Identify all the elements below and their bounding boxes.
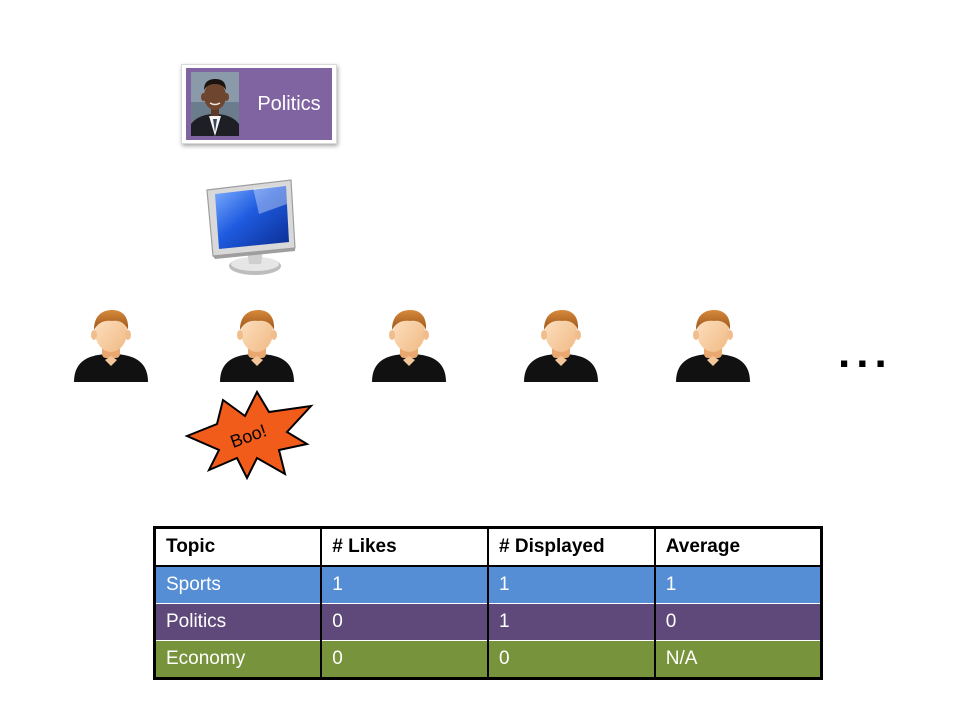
computer-monitor-icon — [206, 179, 296, 275]
topic-card-body: Politics — [186, 68, 332, 140]
cell-average: 1 — [653, 565, 823, 604]
user-icon — [370, 308, 448, 384]
cell-likes: 1 — [320, 565, 489, 604]
topic-stats-table: Topic # Likes # Displayed Average Sports… — [153, 526, 823, 680]
header-displayed: # Displayed — [487, 527, 656, 567]
header-likes: # Likes — [320, 527, 489, 567]
cell-likes: 0 — [320, 640, 489, 679]
user-icon — [522, 308, 600, 384]
table-row: Sports 1 1 1 — [153, 565, 823, 604]
cell-topic: Politics — [153, 603, 323, 641]
cell-average: N/A — [653, 640, 823, 679]
topic-card-label: Politics — [257, 92, 321, 115]
cell-topic: Economy — [153, 640, 323, 679]
cell-average: 0 — [653, 603, 823, 641]
cell-displayed: 1 — [487, 565, 656, 604]
person-portrait-icon — [191, 72, 239, 136]
more-users-ellipsis: ... — [838, 328, 893, 377]
header-topic: Topic — [153, 527, 323, 567]
boo-reaction-burst: Boo! — [184, 389, 314, 480]
header-average: Average — [653, 527, 823, 567]
table-row: Economy 0 0 N/A — [153, 640, 823, 679]
user-icon — [674, 308, 752, 384]
cell-likes: 0 — [320, 603, 489, 641]
user-icon — [218, 308, 296, 384]
cell-topic: Sports — [153, 565, 323, 604]
topic-card-politics: Politics — [181, 64, 337, 144]
user-icon — [72, 308, 150, 384]
cell-displayed: 1 — [487, 603, 656, 641]
table-header-row: Topic # Likes # Displayed Average — [153, 527, 823, 567]
cell-displayed: 0 — [487, 640, 656, 679]
table-row: Politics 0 1 0 — [153, 603, 823, 641]
